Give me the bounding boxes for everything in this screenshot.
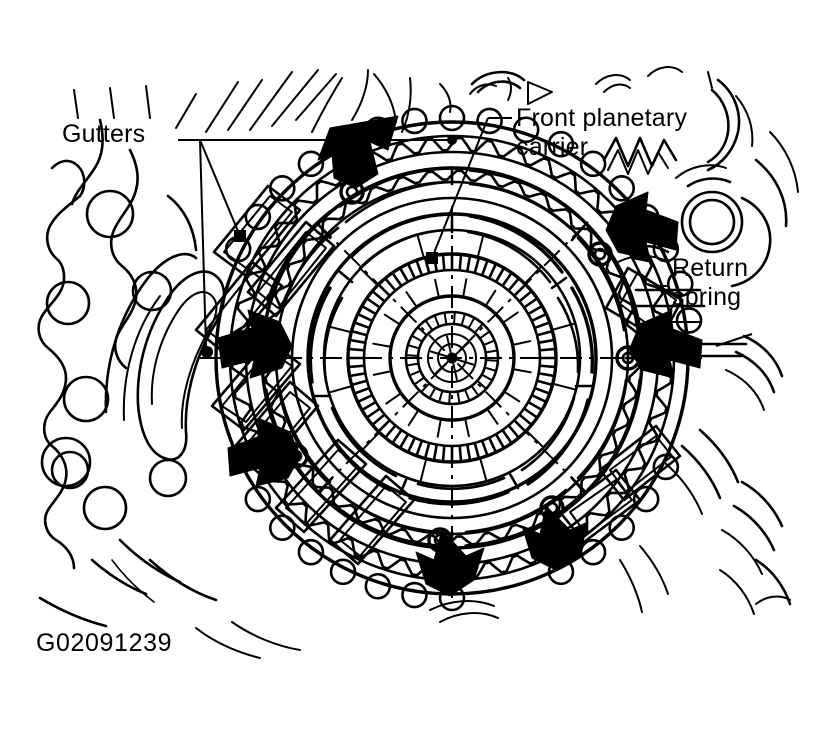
gutter-channels [104,184,684,566]
black-arrow-markers [217,115,703,597]
callout-line-2: spring [672,283,742,311]
arrow-marker-right-upper [605,191,679,261]
right-housing-contours [619,131,799,615]
arrow-marker-left-lower [227,417,301,487]
arrow-marker-right-lower [629,309,703,379]
lower-case-contours [195,600,499,659]
callout-line-2: carrier [516,133,589,161]
transmission-case-outline [37,118,218,628]
spline-teeth-ring [347,253,557,463]
arrow-marker-left-upper [217,309,293,379]
callout-line-1: Front planetary [516,104,688,132]
arrow-marker-top [317,115,399,189]
arrow-marker-bottom-right [521,505,589,571]
callout-line-1: Return [672,254,749,282]
figure-id-code: G02091239 [36,629,173,657]
arrow-marker-bottom-left [415,529,485,597]
inner-spline-teeth [328,234,576,482]
brake-band-return-spring [602,136,748,358]
callout-label-gutters: Gutters [62,120,146,148]
